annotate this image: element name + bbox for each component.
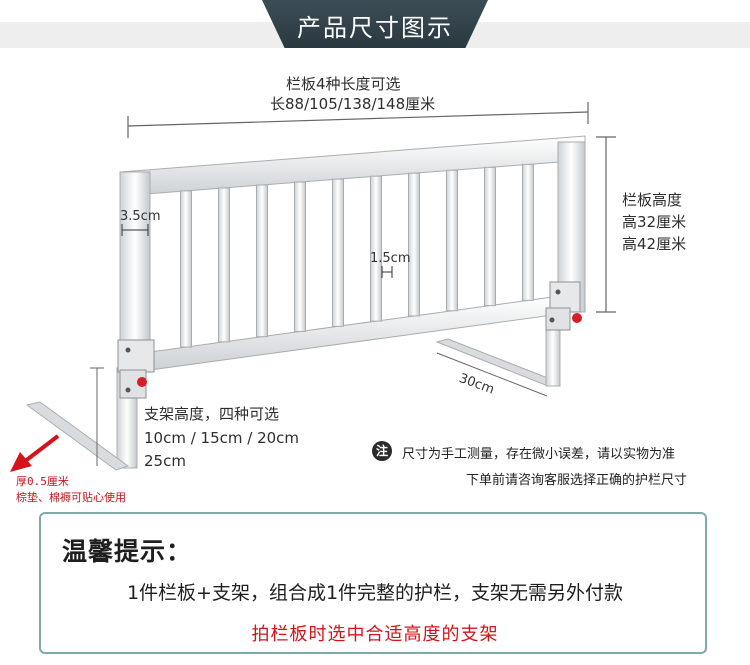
rail-slat: [332, 178, 344, 327]
left-hinge: [117, 339, 155, 399]
frame-width-label: 3.5cm: [120, 209, 161, 224]
thickness-note: 厚0.5厘米: [16, 475, 69, 488]
height-dimension-line: [596, 136, 616, 313]
support-height-title: 支架高度，四种可选: [144, 405, 280, 423]
note-icon: 注: [372, 441, 392, 461]
tips-box: [39, 512, 707, 654]
rail-slat: [446, 169, 458, 312]
rail-slat: [180, 190, 192, 348]
rail-slat: [256, 184, 268, 338]
rail-slat: [294, 181, 306, 333]
rail-slat: [370, 175, 382, 322]
rail-frame: [119, 135, 586, 371]
lock-knob-icon: [137, 377, 147, 387]
right-hinge: [545, 281, 582, 331]
slat-width-marker: [381, 266, 393, 278]
measurement-note: 尺寸为手工测量，存在微小误差，请以实物为准: [402, 447, 676, 462]
tips-title: 温馨提示：: [62, 537, 193, 566]
tips-order-text: 拍栏板时选中合适高度的支架: [251, 624, 499, 645]
support-sizes-label-2: 25cm: [144, 452, 186, 470]
slat-width-label: 1.5cm: [370, 251, 411, 266]
consult-note: 下单前请咨询客服选择正确的护栏尺寸: [466, 473, 688, 488]
length-dimension-line: [127, 102, 589, 138]
rail-slat: [484, 166, 496, 307]
page-title: 产品尺寸图示: [297, 14, 453, 42]
arrow-icon: [10, 434, 60, 472]
tips-bundle-text: 1件栏板+支架，组合成1件完整的护栏，支架无需另外付款: [126, 582, 624, 604]
bracket-length-line: [436, 352, 548, 397]
rail-slat: [522, 163, 534, 301]
height-32-label: 高32厘米: [622, 213, 687, 231]
rail-slats: [180, 163, 534, 348]
support-sizes-label: 10cm / 15cm / 20cm: [144, 429, 300, 447]
rail-slat: [408, 172, 420, 317]
length-options-label: 栏板4种长度可选: [286, 75, 401, 93]
height-42-label: 高42厘米: [622, 235, 687, 253]
length-values-label: 长88/105/138/148厘米: [270, 95, 436, 113]
frame-width-marker: [121, 224, 149, 236]
lock-knob-icon: [572, 313, 582, 323]
support-height-line: [90, 367, 104, 466]
mattress-note: 棕垫、棉褥可贴心使用: [16, 491, 126, 504]
header-title-tab: [262, 0, 488, 48]
height-title-label: 栏板高度: [622, 191, 683, 209]
rail-slat: [218, 187, 230, 343]
